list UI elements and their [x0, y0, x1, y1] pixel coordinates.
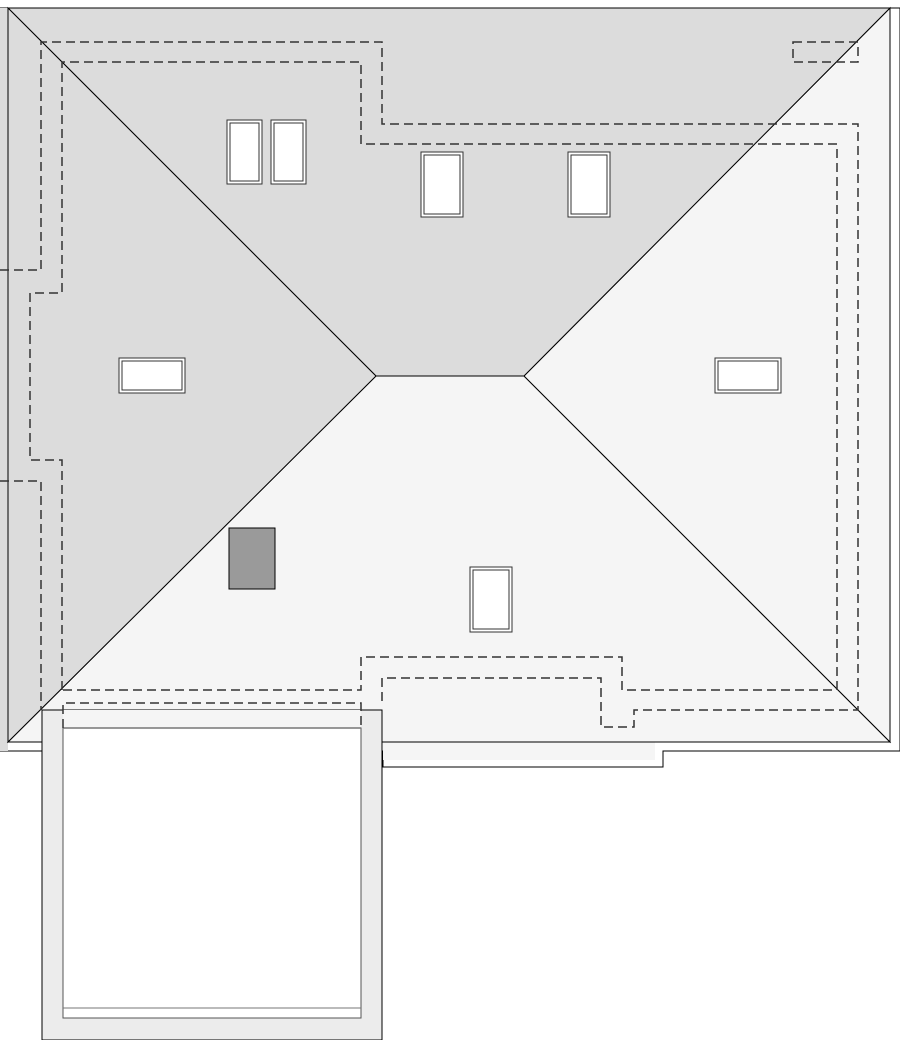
skylight-icon: [567, 151, 611, 218]
skylight-icon: [226, 119, 263, 185]
skylights: [118, 119, 782, 633]
porch: [41, 709, 383, 1040]
skylight-icon: [270, 119, 307, 185]
skylight-icon: [420, 151, 464, 218]
skylight-icon: [714, 357, 782, 394]
roof-outline: [7, 7, 891, 743]
wall-dashed-lines: [0, 41, 859, 728]
skylight-icon: [469, 566, 513, 633]
chimney: [228, 527, 276, 590]
skylight-icon: [118, 357, 186, 394]
